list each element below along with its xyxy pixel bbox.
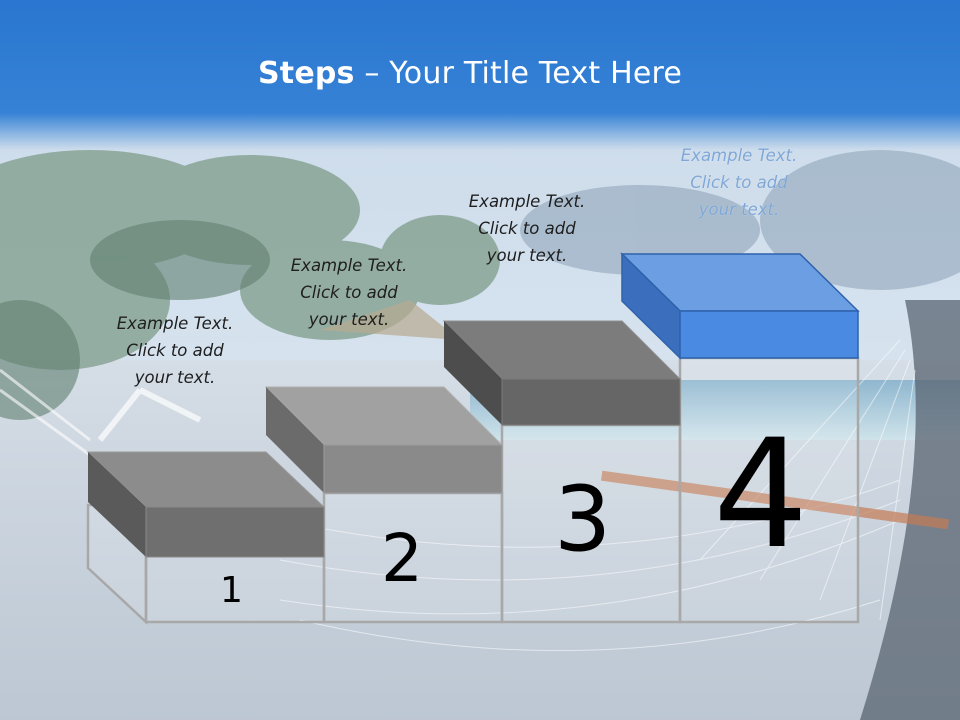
step-label-3-line3: your text. — [486, 246, 568, 265]
step-block-2[interactable] — [264, 386, 504, 494]
step-label-1-line2: Click to add — [126, 341, 224, 360]
title-rest: – Your Title Text Here — [354, 56, 683, 91]
step-label-3-line2: Click to add — [478, 219, 576, 238]
step-number-1: 1 — [220, 570, 243, 611]
title-bold: Steps — [257, 56, 355, 91]
step-label-4-line1: Example Text. — [680, 146, 798, 165]
step-block-4[interactable] — [620, 252, 860, 360]
step-label-4-line2: Click to add — [690, 173, 788, 192]
step-label-2[interactable]: Example Text. Click to add your text. — [264, 252, 434, 333]
step-block-1[interactable] — [86, 451, 326, 558]
step-label-3-line1: Example Text. — [468, 192, 586, 211]
title-band — [0, 0, 960, 150]
step-number-2: 2 — [381, 520, 423, 597]
step-label-1-line3: your text. — [134, 368, 216, 387]
step-label-1-line1: Example Text. — [116, 314, 234, 333]
step-label-2-line3: your text. — [308, 310, 390, 329]
step-label-2-line1: Example Text. — [290, 256, 408, 275]
step-number-4: 4 — [713, 408, 809, 582]
step-label-1[interactable]: Example Text. Click to add your text. — [90, 310, 260, 391]
step-label-3[interactable]: Example Text. Click to add your text. — [442, 188, 612, 269]
step-label-4-line3: your text. — [698, 200, 780, 219]
step-label-4[interactable]: Example Text. Click to add your text. — [654, 142, 824, 223]
step-block-3[interactable] — [442, 320, 682, 426]
step-number-3: 3 — [554, 467, 612, 572]
step-label-2-line2: Click to add — [300, 283, 398, 302]
slide-title[interactable]: Steps – Your Title Text Here — [0, 56, 940, 91]
